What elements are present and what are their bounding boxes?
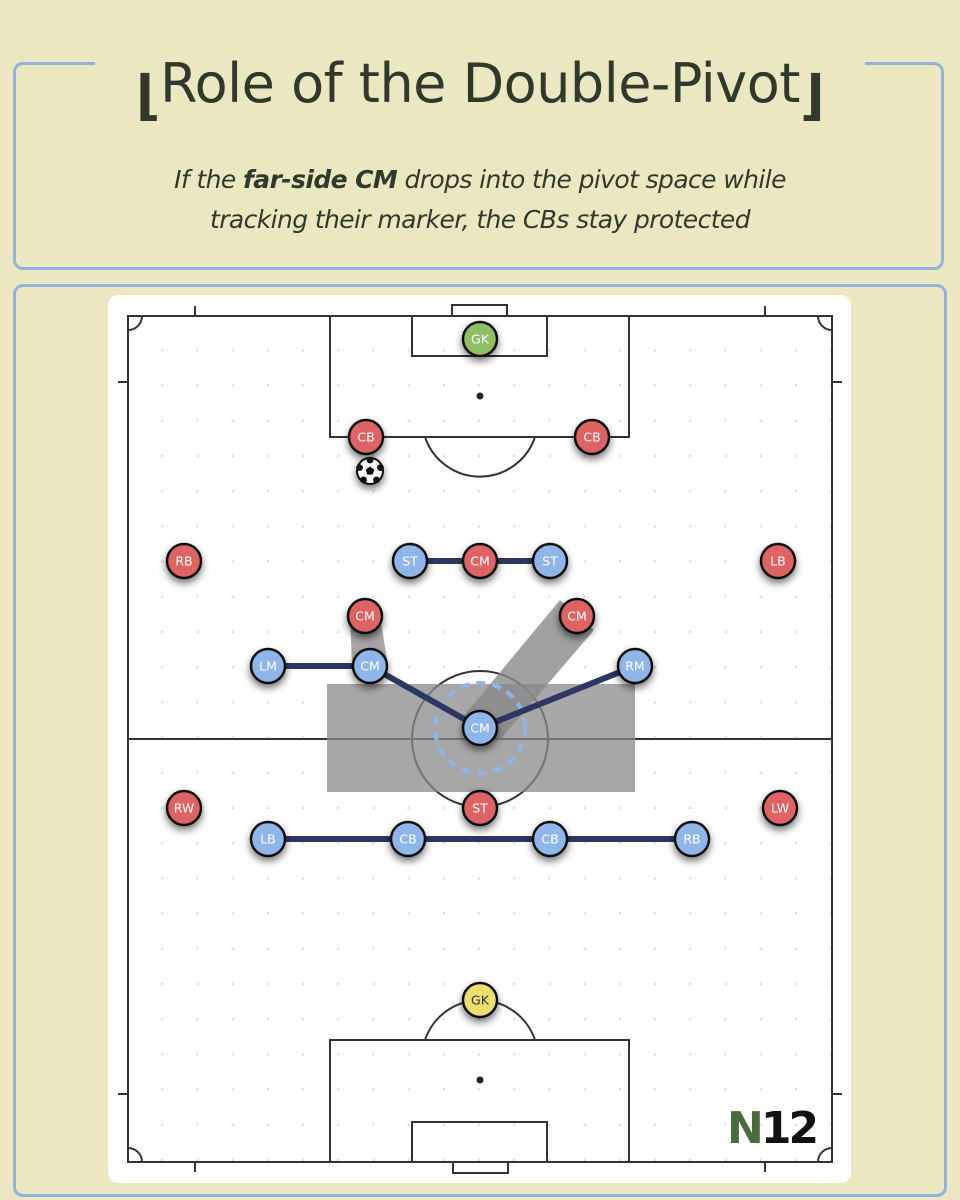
- player-label: CB: [357, 430, 374, 445]
- logo-number: 12: [760, 1103, 819, 1154]
- cm-drop-shadow-right: [462, 600, 594, 740]
- player-red-lb[interactable]: LB: [759, 542, 797, 580]
- corner-arc: [817, 1147, 833, 1163]
- player-token: [351, 647, 389, 685]
- player-red-rb[interactable]: RB: [165, 542, 203, 580]
- ball-icon: [356, 456, 384, 485]
- player-token: [391, 542, 429, 580]
- player-token: [249, 647, 287, 685]
- logo-letter: N: [727, 1103, 764, 1154]
- player-red-gk[interactable]: GK: [461, 320, 499, 358]
- player-token: [461, 709, 499, 747]
- title-bracket-right: ⌋: [799, 64, 825, 127]
- header-frame-gap: [95, 55, 865, 71]
- player-token: [531, 820, 569, 858]
- player-token: [461, 789, 499, 827]
- player-label: CB: [399, 832, 416, 847]
- subtitle-bold: far-side CM: [243, 165, 398, 194]
- player-red-cb[interactable]: CB: [347, 418, 385, 456]
- top-penalty-spot: [476, 392, 484, 400]
- player-token: [558, 597, 596, 635]
- player-label: CM: [360, 659, 380, 674]
- player-label: ST: [472, 801, 488, 816]
- player-token: [165, 542, 203, 580]
- player-label: CM: [470, 554, 490, 569]
- player-token: [165, 789, 203, 827]
- player-blue-cm[interactable]: CM: [461, 709, 499, 747]
- player-label: GK: [471, 993, 490, 1008]
- corner-arc: [817, 315, 833, 331]
- player-token: [346, 597, 384, 635]
- subtitle-pre: If the: [174, 165, 244, 194]
- player-label: CM: [567, 609, 587, 624]
- player-red-cm[interactable]: CM: [558, 597, 596, 635]
- player-label: RW: [174, 801, 195, 816]
- player-token: [347, 418, 385, 456]
- subtitle-post: drops into the pivot space while: [397, 165, 786, 194]
- n12-logo: N12: [727, 1103, 819, 1154]
- player-token: [461, 320, 499, 358]
- player-label: ST: [542, 554, 558, 569]
- top-goal: [451, 304, 508, 317]
- top-penalty-arc: [424, 436, 536, 478]
- player-token: [249, 820, 287, 858]
- player-red-st[interactable]: ST: [461, 789, 499, 827]
- player-label: LM: [259, 659, 277, 674]
- player-token: [461, 542, 499, 580]
- player-label: LB: [770, 554, 786, 569]
- player-token: [616, 647, 654, 685]
- player-blue-st[interactable]: ST: [391, 542, 429, 580]
- player-blue-gk[interactable]: GK: [461, 981, 499, 1019]
- players: GK CB CB RB CM LB CM CM ST RW LW ST ST LM CM RM CM LB CB CB…: [165, 320, 799, 1019]
- player-label: RB: [683, 832, 700, 847]
- corner-arc: [127, 1147, 143, 1163]
- player-blue-cm[interactable]: CM: [351, 647, 389, 685]
- player-blue-cb[interactable]: CB: [531, 820, 569, 858]
- player-token: [759, 542, 797, 580]
- player-blue-lb[interactable]: LB: [249, 820, 287, 858]
- corner-arc: [127, 315, 143, 331]
- player-red-cb[interactable]: CB: [573, 418, 611, 456]
- player-label: ST: [402, 554, 418, 569]
- player-label: CB: [541, 832, 558, 847]
- player-token: [461, 981, 499, 1019]
- player-link: [368, 663, 482, 731]
- player-token: [673, 820, 711, 858]
- page-title: ⌊Role of the Double-Pivot⌋: [0, 52, 960, 127]
- player-red-rw[interactable]: RW: [165, 789, 203, 827]
- player-label: LW: [771, 801, 789, 816]
- player-red-cm[interactable]: CM: [346, 597, 384, 635]
- subtitle: If the far-side CM drops into the pivot …: [0, 160, 960, 240]
- player-token: [389, 820, 427, 858]
- player-token: [531, 542, 569, 580]
- subtitle-line2: tracking their marker, the CBs stay prot…: [210, 205, 751, 234]
- bottom-goal: [452, 1161, 509, 1174]
- player-blue-lm[interactable]: LM: [249, 647, 287, 685]
- player-label: CB: [583, 430, 600, 445]
- player-link: [478, 663, 637, 731]
- pivot-dashed-ring: [433, 681, 527, 775]
- player-token: [761, 789, 799, 827]
- player-token: [573, 418, 611, 456]
- player-label: GK: [471, 332, 490, 347]
- player-label: CM: [355, 609, 375, 624]
- pitch-frame: [13, 284, 947, 1197]
- title-bracket-left: ⌊: [135, 64, 161, 127]
- player-blue-st[interactable]: ST: [531, 542, 569, 580]
- player-blue-rm[interactable]: RM: [616, 647, 654, 685]
- player-label: RB: [175, 554, 192, 569]
- title-text: Role of the Double-Pivot: [160, 52, 800, 115]
- player-red-lw[interactable]: LW: [761, 789, 799, 827]
- player-label: LB: [260, 832, 276, 847]
- player-label: RM: [625, 659, 644, 674]
- bottom-penalty-spot: [476, 1076, 484, 1084]
- player-label: CM: [470, 721, 490, 736]
- player-red-cm[interactable]: CM: [461, 542, 499, 580]
- player-blue-cb[interactable]: CB: [389, 820, 427, 858]
- player-blue-rb[interactable]: RB: [673, 820, 711, 858]
